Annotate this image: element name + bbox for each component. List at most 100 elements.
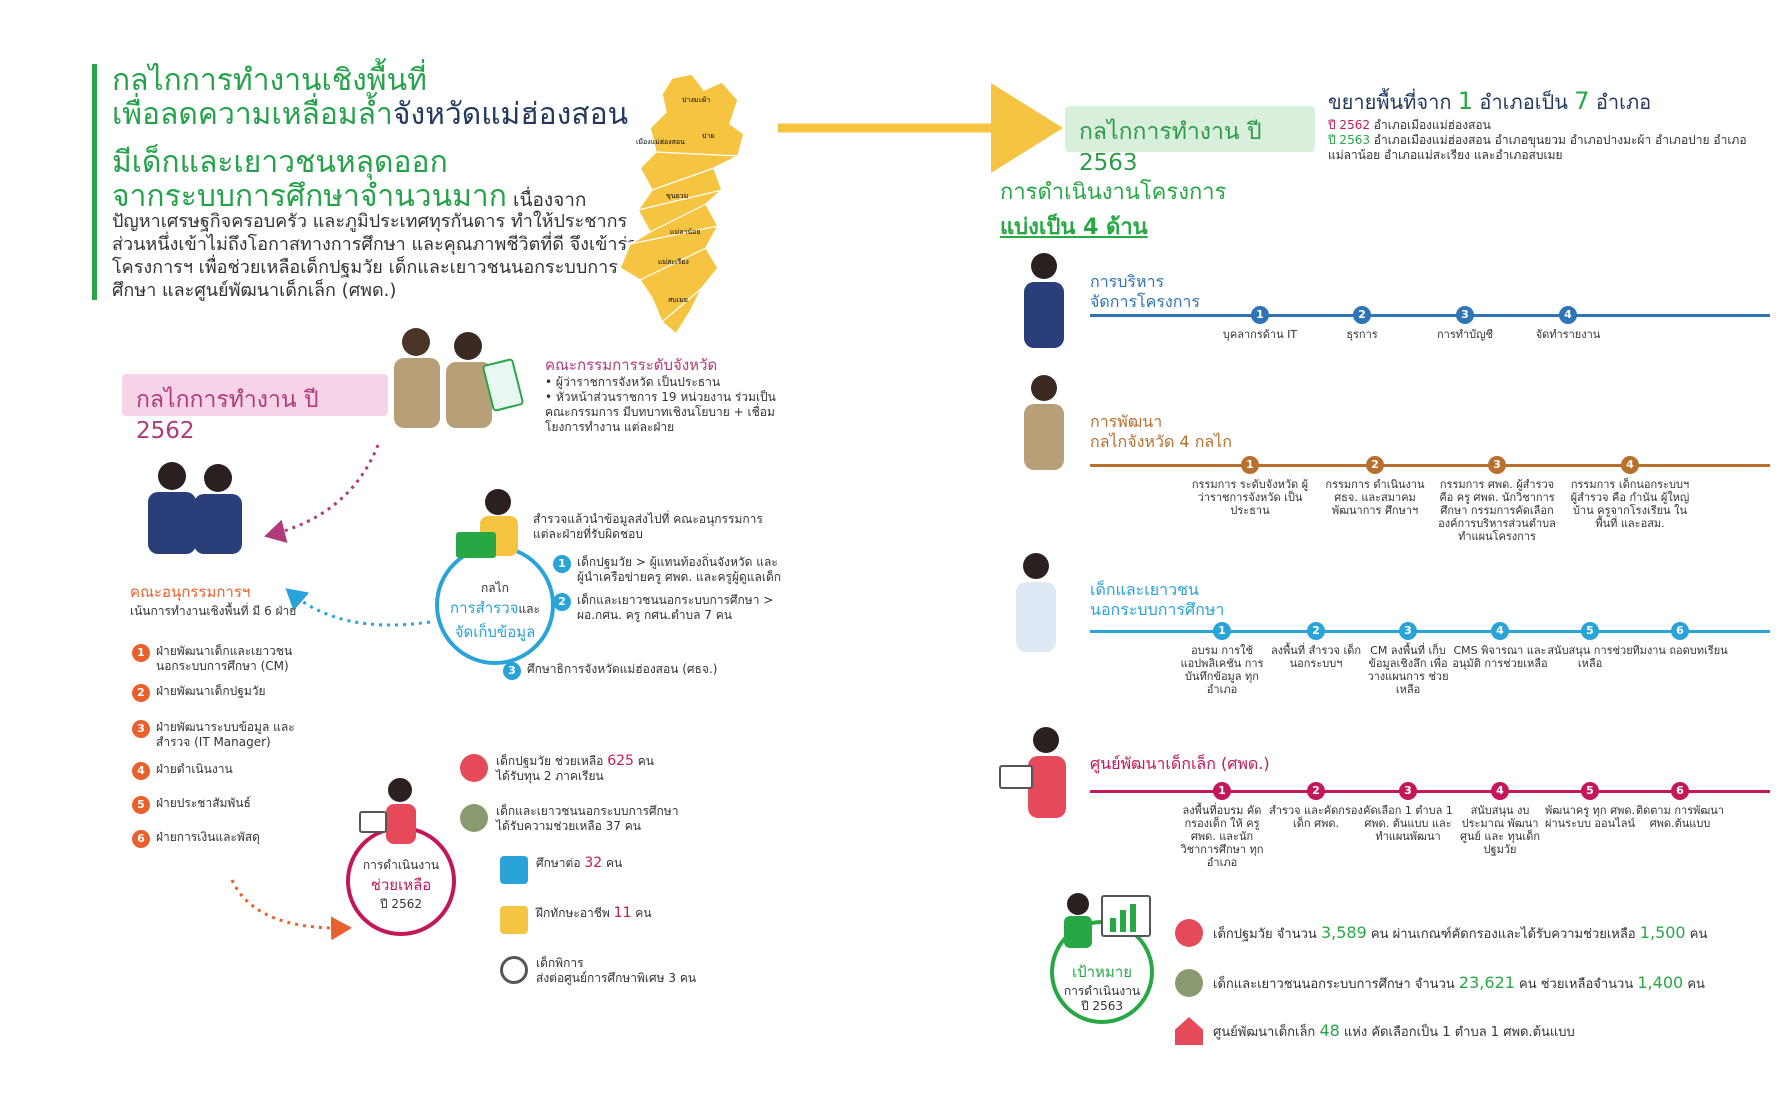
division-item: 5 ฝ่ายประชาสัมพันธ์: [132, 796, 317, 814]
timeline-line: [1090, 630, 1770, 633]
timeline-step-number: 2: [1366, 456, 1384, 474]
admin-person-illustration: [1024, 253, 1064, 348]
timeline-line: [1090, 464, 1770, 467]
track-title-ecdc: ศูนย์พัฒนาเด็กเล็ก (ศพด.): [1090, 754, 1270, 773]
expand-2562: ปี 2562 อำเภอเมืองแม่ฮ่องสอน: [1328, 118, 1491, 132]
subcommittee-block: คณะอนุกรรมการฯ เน้นการทำงานเชิงพื้นที่ ม…: [130, 580, 310, 619]
map-mae-hong-son: ปางมะผ้า ปาย เมืองแม่ฮ่องสอน ขุนยวม แม่ล…: [619, 73, 745, 336]
survey-list: 1 เด็กปฐมวัย > ผู้แทนท้องถิ่นจังหวัด และ…: [553, 555, 793, 631]
timeline-step-number: 1: [1241, 456, 1259, 474]
subcommittee-illustration: [148, 462, 242, 554]
division-item: 3 ฝ่ายพัฒนาระบบข้อมูล และสำรวจ (IT Manag…: [132, 720, 317, 750]
official-person-illustration: [1024, 375, 1064, 470]
target-item: เด็กและเยาวชนนอกระบบการศึกษา จำนวน 23,62…: [1175, 958, 1775, 1008]
timeline-step-label: สนับสนุน การช่วยเหลือ: [1547, 644, 1633, 670]
page-title: กลไกการทำงานเชิงพื้นที่ เพื่อลดความเหลื่…: [112, 63, 629, 132]
survey-item: 1 เด็กปฐมวัย > ผู้แทนท้องถิ่นจังหวัด และ…: [553, 555, 793, 585]
timeline-step-number: 5: [1581, 622, 1599, 640]
timeline-step-number: 3: [1399, 622, 1417, 640]
presenter-illustration: [1064, 893, 1151, 948]
timeline-step-label: จัดทำรายงาน: [1535, 328, 1601, 341]
timeline-step-number: 4: [1491, 622, 1509, 640]
timeline-step-number: 4: [1559, 306, 1577, 324]
map-label-maelanoi: แม่ลาน้อย: [670, 228, 700, 236]
timeline-step-label: ลงพื้นที่อบรม คัดกรองเด็ก ให้ ครูศพด. แล…: [1180, 804, 1264, 869]
timeline-step-label: กรรมการ ดำเนินงาน ศธจ. และสมาคมพัฒนาการ …: [1325, 478, 1425, 517]
map-label-pai: ปาย: [702, 132, 714, 140]
division-item: 6 ฝ่ายการเงินและพัสดุ: [132, 830, 317, 848]
map-label-maesariang: แม่สะเรียง: [658, 258, 689, 266]
track-title-admin: การบริหาร จัดการโครงการ: [1090, 272, 1200, 311]
target-list: เด็กปฐมวัย จำนวน 3,589 คน ผ่านเกณฑ์คัดกร…: [1175, 908, 1775, 1054]
timeline-step-label: อบรม การใช้แอปพลิเคชัน การบันทึกข้อมูล ท…: [1180, 644, 1264, 696]
subcommittee-desc: เน้นการทำงานเชิงพื้นที่ มี 6 ฝ่าย: [130, 604, 297, 618]
timeline-step-number: 3: [1456, 306, 1474, 324]
timeline-step-number: 1: [1251, 306, 1269, 324]
committee-item-2: • หัวหน้าส่วนราชการ 19 หน่วยงาน ร่วมเป็น…: [545, 390, 776, 434]
committee-title: คณะกรรมการระดับจังหวัด: [545, 356, 718, 374]
timeline-line: [1090, 314, 1770, 317]
subtitle-line2: จากระบบการศึกษาจำนวนมาก เนื่องจาก: [112, 179, 587, 214]
pink-dotted-arrow: [264, 444, 380, 543]
result-item: ฝึกทักษะอาชีพ 11 คน: [460, 906, 780, 956]
timeline-step-number: 6: [1671, 622, 1689, 640]
helper-illustration: [359, 778, 416, 844]
timeline-step-number: 4: [1491, 782, 1509, 800]
timeline-step-number: 1: [1213, 622, 1231, 640]
map-label-khunyuam: ขุนยวม: [666, 192, 688, 200]
survey-desc: สำรวจแล้วนำข้อมูลส่งไปที่ คณะอนุกรรมการ …: [533, 512, 763, 541]
timeline-line: [1090, 790, 1770, 793]
timeline-step-label: ติดตาม การพัฒนา ศพด.ต้นแบบ: [1636, 804, 1724, 830]
youth-person-illustration: [1016, 553, 1056, 652]
ops-title: การดำเนินงานโครงการ แบ่งเป็น 4 ด้าน: [1000, 180, 1227, 240]
committee-block: คณะกรรมการระดับจังหวัด • ผู้ว่าราชการจัง…: [545, 358, 785, 435]
timeline-step-label: ธุรการ: [1346, 328, 1378, 341]
child-icon: [460, 754, 488, 782]
blue-dotted-arrow: [285, 588, 431, 627]
map-label-pangmapha: ปางมะผ้า: [682, 96, 710, 104]
survey-circle: กลไก การสำรวจและ จัดเก็บข้อมูล: [435, 545, 555, 665]
track-title-mechanism: การพัฒนา กลไกจังหวัด 4 กลไก: [1090, 412, 1232, 451]
result-item: เด็กปฐมวัย ช่วยเหลือ 625 คนได้รับทุน 2 ภ…: [460, 754, 780, 804]
pill-2563: กลไกการทำงาน ปี 2563: [1065, 106, 1315, 176]
teacher-person-illustration: [999, 727, 1066, 818]
intro-body: ปัญหาเศรษฐกิจครอบครัว และภูมิประเทศทุรกั…: [112, 211, 650, 301]
timeline-step-number: 2: [1353, 306, 1371, 324]
expand-block: ขยายพื้นที่จาก 1 อำเภอเป็น 7 อำเภอ ปี 25…: [1328, 86, 1758, 163]
wheelchair-icon: [500, 956, 528, 984]
timeline-step-label: การทำบัญชี: [1437, 328, 1493, 341]
timeline-step-label: พัฒนาครู ทุก ศพด. ผ่านระบบ ออนไลน์: [1545, 804, 1635, 830]
study-icon: [500, 856, 528, 884]
survey-item: 3 ศึกษาธิการจังหวัดแม่ฮ่องสอน (ศธจ.): [503, 662, 783, 680]
timeline-step-number: 4: [1621, 456, 1639, 474]
division-item: 2 ฝ่ายพัฒนาเด็กปฐมวัย: [132, 684, 317, 702]
map-label-mueang: เมืองแม่ฮ่องสอน: [636, 138, 685, 146]
youth-icon: [460, 804, 488, 832]
surveyor-illustration: [456, 489, 518, 558]
target-circle: เป้าหมาย การดำเนินงาน ปี 2563: [1050, 920, 1154, 1024]
youth-icon: [1175, 969, 1203, 997]
map-label-sopmoei: สบเมย: [668, 296, 688, 304]
timeline-step-number: 6: [1671, 782, 1689, 800]
result-item: เด็กพิการส่งต่อศูนย์การศึกษาพิเศษ 3 คน: [460, 956, 780, 1006]
timeline-step-label: CMS พิจารณา และอนุมัติ การช่วยเหลือ: [1452, 644, 1548, 670]
timeline-step-number: 1: [1213, 782, 1231, 800]
track-title-youth: เด็กและเยาวชน นอกระบบการศึกษา: [1090, 580, 1225, 619]
timeline-step-label: บุคลากรด้าน IT: [1222, 328, 1298, 341]
timeline-step-label: กรรมการ ศพด. ผู้สำรวจ คือ ครู ศพด. นักวิ…: [1438, 478, 1556, 543]
timeline-step-label: ลงพื้นที่ สำรวจ เด็กนอกระบบฯ: [1270, 644, 1362, 670]
target-item: เด็กปฐมวัย จำนวน 3,589 คน ผ่านเกณฑ์คัดกร…: [1175, 908, 1775, 958]
subcommittee-title: คณะอนุกรรมการฯ: [130, 583, 251, 601]
timeline-step-number: 2: [1307, 622, 1325, 640]
timeline-step-number: 3: [1399, 782, 1417, 800]
pill-2562: กลไกการทำงาน ปี 2562: [122, 374, 388, 444]
division-item: 4 ฝ่ายดำเนินงาน: [132, 762, 317, 780]
orange-dotted-arrow: [230, 879, 352, 941]
officials-illustration: [394, 328, 524, 428]
result-list: เด็กปฐมวัย ช่วยเหลือ 625 คนได้รับทุน 2 ภ…: [460, 754, 780, 1006]
timeline-step-label: สำรวจ และคัดกรอง เด็ก ศพด.: [1269, 804, 1363, 830]
result-circle: การดำเนินงาน ช่วยเหลือ ปี 2562: [346, 826, 456, 936]
timeline-step-number: 3: [1488, 456, 1506, 474]
subtitle-line1: มีเด็กและเยาวชนหลุดออก: [112, 145, 448, 180]
